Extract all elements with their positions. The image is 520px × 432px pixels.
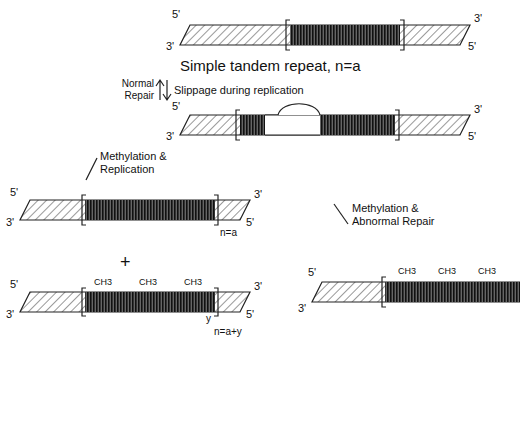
repeat-region xyxy=(85,292,215,312)
repeat-count: y xyxy=(206,313,211,325)
bracket xyxy=(82,195,86,225)
strand-end: 5' xyxy=(10,186,18,199)
dna-strands xyxy=(20,20,520,316)
bracket xyxy=(82,288,86,316)
leader-line xyxy=(334,204,348,224)
methyl-group: CH3 xyxy=(94,277,112,287)
strand-end: 3' xyxy=(474,12,482,25)
repeat-region xyxy=(290,25,400,45)
repeat-region xyxy=(240,115,265,135)
methyl-group: CH3 xyxy=(478,266,496,276)
repeat-region xyxy=(385,282,520,302)
repeat-count: n=a xyxy=(220,227,237,239)
strand-end: 3' xyxy=(474,103,482,116)
dna-band xyxy=(180,115,470,135)
strand-end: 3' xyxy=(166,130,174,143)
repeat-region xyxy=(85,200,215,220)
process-label: Slippage during replication xyxy=(174,84,304,97)
bracket xyxy=(382,277,386,307)
strand-end: 3' xyxy=(6,308,14,321)
repeat-region xyxy=(320,115,395,135)
strand-end: 5' xyxy=(172,8,180,21)
strand-end: 5' xyxy=(468,40,476,53)
bracket xyxy=(395,110,399,140)
dna-band xyxy=(20,292,250,312)
repeat-count: n=a+y xyxy=(214,326,242,338)
strand-end: 5' xyxy=(308,266,316,279)
strand-end: 3' xyxy=(254,188,262,201)
dna-band xyxy=(312,282,520,302)
strand-end: 5' xyxy=(468,130,476,143)
strand-end: 3' xyxy=(166,40,174,53)
process-label: Methylation & Replication xyxy=(100,150,180,175)
strand-end: 3' xyxy=(6,216,14,229)
plus-sign: + xyxy=(120,252,131,273)
bracket xyxy=(400,20,404,50)
gap xyxy=(265,115,320,135)
strand-end: 5' xyxy=(246,308,254,321)
strand-end: 5' xyxy=(10,278,18,291)
slippage-loop xyxy=(278,104,320,115)
bracket xyxy=(214,195,218,225)
strand-end: 3' xyxy=(254,280,262,293)
process-label: Methylation & Abnormal Repair xyxy=(352,202,452,227)
strand-line xyxy=(265,134,320,135)
strand-end: 5' xyxy=(246,216,254,229)
strand-end: 3' xyxy=(298,302,306,315)
methyl-group: CH3 xyxy=(139,277,157,287)
arrow xyxy=(163,80,171,100)
dna-band xyxy=(20,200,250,220)
dna-band xyxy=(180,25,470,45)
strand-end: 5' xyxy=(172,100,180,113)
leader-line xyxy=(86,158,97,180)
bracket xyxy=(286,20,290,50)
arrow xyxy=(156,80,164,100)
methyl-group: CH3 xyxy=(184,277,202,287)
caption-text: Simple tandem repeat, n=a xyxy=(180,57,361,74)
bracket xyxy=(214,288,218,316)
methyl-group: CH3 xyxy=(398,266,416,276)
process-label: Normal Repair xyxy=(112,78,154,101)
methyl-group: CH3 xyxy=(438,266,456,276)
bracket xyxy=(236,110,240,140)
